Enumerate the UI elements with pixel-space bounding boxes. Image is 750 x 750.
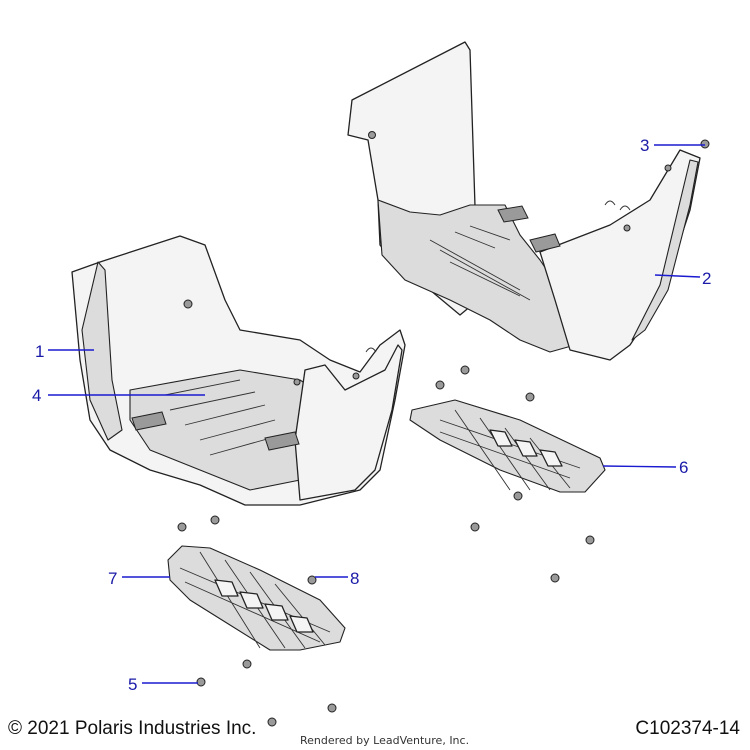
callout-7: 7 xyxy=(108,569,117,588)
nut-icon xyxy=(700,139,710,149)
bolt-icon xyxy=(307,575,317,585)
callout-1: 1 xyxy=(35,342,44,361)
leader-6 xyxy=(602,465,677,468)
bolt-icon xyxy=(177,522,187,532)
nut-icon xyxy=(267,717,277,727)
nut-icon xyxy=(242,659,252,669)
callout-3: 3 xyxy=(640,136,649,155)
callout-2: 2 xyxy=(702,269,711,288)
nut-icon xyxy=(470,522,480,532)
nut-icon xyxy=(327,703,337,713)
rendered-by-text: Rendered by LeadVenture, Inc. xyxy=(300,734,470,747)
leader-2 xyxy=(654,274,701,278)
copyright-text: © 2021 Polaris Industries Inc. xyxy=(8,718,257,739)
callout-labels: 1 2 3 4 5 6 7 8 xyxy=(32,136,711,694)
bolt-icon xyxy=(435,380,445,390)
callout-8: 8 xyxy=(350,569,359,588)
part-1-left-footwell[interactable] xyxy=(71,235,406,506)
nut-icon xyxy=(196,677,206,687)
part-2-right-footwell[interactable] xyxy=(347,41,701,361)
part-6-right-footrest[interactable] xyxy=(409,399,606,493)
nut-icon xyxy=(550,573,560,583)
callout-6: 6 xyxy=(679,458,688,477)
fastener-group xyxy=(177,139,710,727)
bolt-icon xyxy=(460,365,470,375)
nut-icon xyxy=(513,491,523,501)
part-7-left-footrest[interactable] xyxy=(167,545,346,651)
nut-icon xyxy=(585,535,595,545)
bolt-icon xyxy=(525,392,535,402)
leader-lines xyxy=(48,144,705,684)
callout-4: 4 xyxy=(32,386,41,405)
callout-5: 5 xyxy=(128,675,137,694)
diagram-id: C102374-14 xyxy=(635,718,740,739)
bolt-icon xyxy=(210,515,220,525)
